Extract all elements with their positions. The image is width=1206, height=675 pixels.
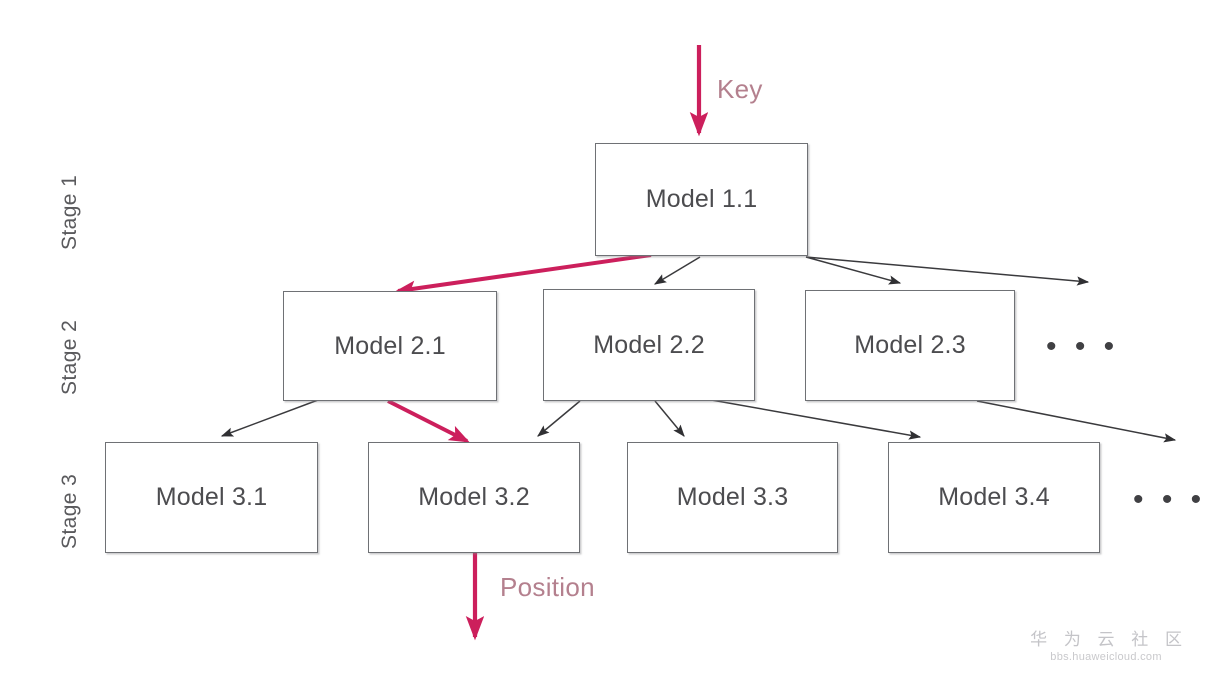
node-label: Model 1.1: [645, 185, 758, 213]
node-model-2-1[interactable]: Model 2.1: [283, 291, 497, 401]
node-label: Model 3.4: [938, 483, 1050, 511]
node-label: Model 3.2: [418, 483, 530, 511]
stage3-ellipsis: • • •: [1133, 483, 1206, 516]
watermark: 华 为 云 社 区 bbs.huaweicloud.com: [1024, 629, 1188, 663]
stage2-ellipsis: • • •: [1046, 330, 1120, 363]
node-label: Model 3.3: [676, 483, 789, 511]
stage-label-3: Stage 3: [58, 473, 81, 549]
edge-2-2-to-3-3: [654, 400, 685, 437]
watermark-url: bbs.huaweicloud.com: [1050, 651, 1162, 663]
edge-2-3-to-more: [976, 400, 1177, 443]
stage-label-1: Stage 1: [58, 174, 81, 250]
node-label: Model 3.1: [155, 483, 268, 511]
node-label: Model 2.2: [593, 330, 705, 359]
node-model-2-3[interactable]: Model 2.3: [805, 290, 1015, 401]
node-model-3-2[interactable]: Model 3.2: [368, 442, 580, 553]
node-model-3-4[interactable]: Model 3.4: [888, 442, 1100, 553]
node-model-2-2[interactable]: Model 2.2: [543, 289, 755, 401]
edge-2-1-to-3-1: [220, 399, 319, 437]
edge-highlight-1-1-to-2-1: [394, 253, 652, 297]
edge-highlight-2-1-to-3-2: [387, 399, 470, 443]
node-model-1-1[interactable]: Model 1.1: [595, 143, 808, 256]
position-label: Position: [500, 572, 595, 602]
watermark-chinese: 华 为 云 社 区: [1030, 629, 1188, 649]
edge-2-2-to-3-4: [699, 397, 922, 440]
node-model-3-3[interactable]: Model 3.3: [627, 442, 838, 553]
edge-1-1-to-more: [805, 256, 1090, 286]
node-label: Model 2.3: [854, 331, 966, 359]
edge-1-1-to-2-2: [653, 256, 701, 285]
node-label: Model 2.1: [334, 331, 446, 360]
node-model-3-1[interactable]: Model 3.1: [105, 442, 318, 553]
key-label: Key: [717, 74, 763, 104]
edge-2-2-to-3-2: [537, 400, 581, 437]
edge-1-1-to-2-3: [805, 256, 902, 285]
stage-label-2: Stage 2: [58, 319, 81, 395]
